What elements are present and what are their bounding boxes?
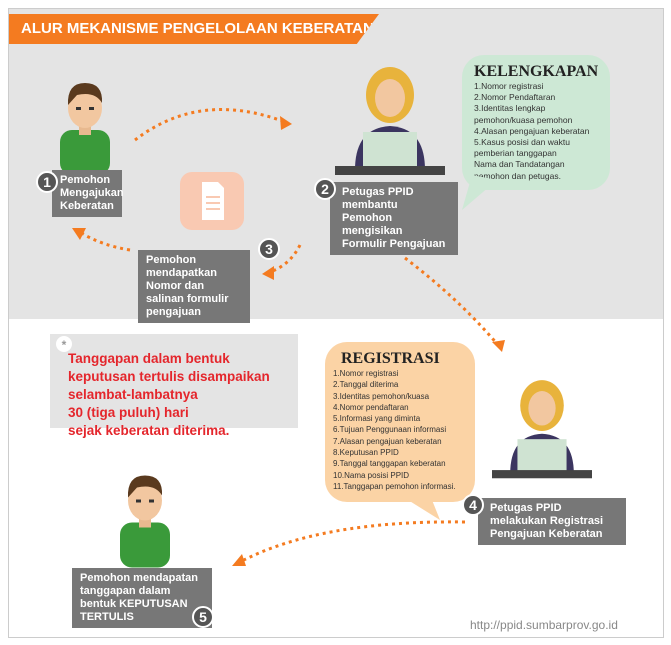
kelengkapan-item: 2.Nomor Pendaftaran: [474, 92, 556, 103]
kelengkapan-item: pemohon/kuasa pemohon: [474, 114, 573, 125]
step-1-number: 1: [36, 171, 58, 193]
step-2-number: 2: [314, 178, 336, 200]
registrasi-item: 4.Nomor pendaftaran: [333, 402, 409, 412]
step-4-number: 4: [462, 494, 484, 516]
bubble-tail: [400, 495, 440, 520]
registrasi-item: 11.Tanggapan pemohon informasi.: [333, 481, 456, 491]
step-5-number: 5: [192, 606, 214, 628]
step-3-box: Pemohon mendapatkan Nomor dan salinan fo…: [138, 250, 250, 323]
step-5-text: Pemohon mendapatan tanggapan dalam bentu…: [80, 572, 198, 623]
step-5-box: Pemohon mendapatan tanggapan dalam bentu…: [72, 568, 212, 628]
kelengkapan-item: pemberian tanggapan: [474, 148, 557, 159]
step-1-text: Pemohon Mengajukan Keberatan: [60, 174, 124, 212]
note-line: 30 (tiga puluh) hari: [68, 405, 189, 420]
source-url: http://ppid.sumbarprov.go.id: [470, 618, 618, 632]
kelengkapan-item: Nama dan Tandatangan: [474, 159, 565, 170]
step-4-box: Petugas PPID melakukan Registrasi Pengaj…: [478, 498, 626, 545]
note-line: selambat-lambatnya: [68, 387, 198, 402]
registrasi-title: REGISTRASI: [341, 350, 440, 367]
star-icon: *: [56, 336, 72, 352]
man-icon: [120, 475, 170, 568]
registrasi-item: 1.Nomor registrasi: [333, 369, 399, 378]
note-line: sejak keberatan diterima.: [68, 423, 230, 438]
step-3-number: 3: [258, 238, 280, 260]
kelengkapan-item: 3.Identitas lengkap: [474, 103, 546, 114]
step-2-box: Petugas PPID membantu Pemohon mengisikan…: [330, 182, 458, 255]
kelengkapan-title: KELENGKAPAN: [474, 63, 599, 80]
kelengkapan-item: 4.Alasan pengajuan keberatan: [474, 125, 590, 136]
note-box: * Tanggapan dalam bentuk keputusan tertul…: [50, 334, 298, 438]
officer-woman-icon: [492, 380, 592, 479]
page-title: ALUR MEKANISME PENGELOLAAN KEBERATAN: [9, 14, 379, 44]
document-icon: [180, 172, 244, 230]
kelengkapan-item: pemohon dan petugas.: [474, 170, 561, 181]
registrasi-item: 2.Tanggal diterima: [333, 380, 399, 390]
step-2-text: Petugas PPID membantu Pemohon mengisikan…: [342, 186, 446, 250]
registrasi-item: 3.Identitas pemohon/kuasa: [333, 391, 430, 401]
bubble-tail: [462, 175, 497, 210]
step-3-text: Pemohon mendapatkan Nomor dan salinan fo…: [146, 254, 229, 318]
registrasi-item: 6.Tujuan Penggunaan informasi: [333, 425, 447, 435]
note-line: Tanggapan dalam bentuk: [68, 351, 230, 366]
registrasi-item: 8.Keputusan PPID: [333, 448, 399, 458]
registrasi-item: 5.Informasi yang diminta: [333, 414, 421, 424]
step-4-text: Petugas PPID melakukan Registrasi Pengaj…: [490, 502, 604, 540]
registrasi-bubble: REGISTRASI 1.Nomor registrasi 2.Tanggal d…: [325, 342, 475, 502]
man-icon: [60, 83, 110, 175]
registrasi-item: 9.Tanggal tanggapan keberatan: [333, 459, 446, 469]
registrasi-item: 7.Alasan pengajuan keberatan: [333, 436, 442, 446]
note-line: keputusan tertulis disampaikan: [68, 369, 270, 384]
kelengkapan-item: 5.Kasus posisi dan waktu: [474, 137, 570, 148]
step-1-box: Pemohon Mengajukan Keberatan: [52, 170, 124, 217]
registrasi-item: 10.Nama posisi PPID: [333, 470, 410, 480]
kelengkapan-item: 1.Nomor registrasi: [474, 81, 544, 91]
officer-woman-icon: [335, 67, 445, 175]
